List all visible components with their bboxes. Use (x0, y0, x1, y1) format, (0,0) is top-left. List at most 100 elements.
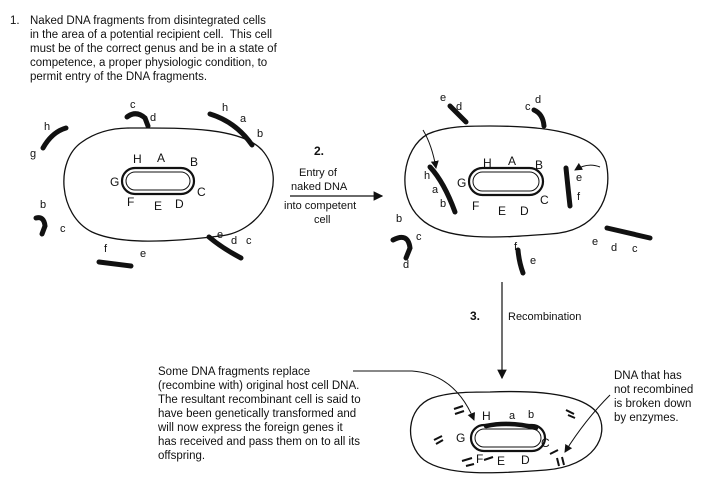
step2-line-3: into competent (284, 200, 356, 212)
cell-1-membrane (63, 127, 274, 242)
svg-text:e: e (576, 172, 582, 184)
svg-text:d: d (535, 94, 541, 106)
svg-text:b: b (257, 128, 263, 140)
recombine-note-line-3: The resultant recombinant cell is said t… (158, 394, 361, 406)
svg-text:e: e (530, 255, 536, 267)
cell-3-gene-E: E (497, 454, 505, 468)
recombine-note-line-4: have been genetically transformed and (158, 408, 357, 420)
cell-3-gene-b: b (528, 409, 534, 421)
cell-2-gene-F: F (472, 199, 479, 213)
cell-1-gene-C: C (197, 185, 206, 199)
cell-3-gene-C: C (541, 436, 550, 450)
cell-1-gene-B: B (190, 155, 198, 169)
cell-2-membrane (404, 125, 609, 238)
cell-2-gene-H: H (483, 156, 492, 170)
svg-text:c: c (246, 235, 252, 247)
fragment-fe-2 (515, 247, 526, 276)
cell-1-gene-H: H (133, 152, 142, 166)
cell-2-gene-A: A (508, 154, 516, 168)
cell-3-gene-F: F (476, 452, 483, 466)
svg-text:h: h (44, 121, 50, 133)
svg-text:c: c (130, 99, 136, 111)
svg-text:d: d (611, 242, 617, 254)
cell-1-gene-F: F (127, 195, 134, 209)
cell-2-fragments: e d c d b c d f e e d c (390, 92, 653, 276)
step1-line-5: permit entry of the DNA fragments. (30, 71, 208, 83)
cell-2-entering-fragment-ef (563, 165, 573, 209)
fragment-hab (207, 111, 255, 148)
broken-note-line-4: by enzymes. (614, 412, 679, 424)
step2-number: 2. (314, 144, 324, 158)
svg-text:a: a (432, 184, 439, 196)
step1-line-3: must be of the correct genus and be in a… (30, 43, 277, 55)
step1-line-1: Naked DNA fragments from disintegrated c… (30, 15, 266, 27)
cell-3-gene-H: H (482, 409, 491, 423)
recombine-pointer (353, 370, 476, 421)
step-2: 2. Entry of naked DNA into competent cel… (284, 144, 384, 226)
broken-note-line-2: not recombined (614, 384, 694, 396)
cell-3: H a b G C F E D (410, 390, 603, 474)
svg-text:b: b (440, 198, 446, 210)
fragment-edc-2 (604, 225, 653, 241)
recombine-note-line-6: has received and pass them on to all its (158, 436, 361, 448)
cell-1-gene-E: E (154, 199, 162, 213)
broken-note-line-3: is broken down (614, 398, 692, 410)
cell-2-gene-E: E (498, 204, 506, 218)
fragment-cd-2 (531, 107, 547, 129)
recombine-note-line-2: (recombine with) original host cell DNA. (158, 380, 360, 392)
svg-text:d: d (231, 235, 237, 247)
svg-text:e: e (440, 92, 446, 104)
degraded-dna-fragments (433, 405, 576, 467)
broken-note-line-1: DNA that has (614, 370, 682, 382)
cell-3-membrane (410, 390, 603, 474)
cell-3-gene-a: a (509, 410, 516, 422)
cell-1-gene-A: A (157, 151, 165, 165)
cell-1-fragments: h g c d h a b b c f e e d c (30, 99, 263, 269)
svg-text:e: e (217, 229, 223, 241)
step2-line-2: naked DNA (291, 181, 348, 193)
svg-text:a: a (240, 113, 247, 125)
svg-text:e: e (140, 248, 146, 260)
step-3: 3. Recombination (470, 282, 581, 380)
cell-1: H A B G C F E D (63, 127, 274, 242)
svg-text:c: c (416, 231, 422, 243)
cell-3-gene-G: G (456, 431, 465, 445)
fragment-fe (96, 259, 134, 269)
cell-2-gene-D: D (520, 204, 529, 218)
cell-1-gene-G: G (110, 175, 119, 189)
fragment-ed (447, 103, 469, 125)
cell-2: H A B G C F E D h a b e f (404, 125, 609, 238)
broken-pointer (564, 394, 611, 453)
cell-3-recombined-segment (483, 421, 539, 431)
recombine-note-line-7: offspring. (158, 450, 206, 462)
step3-label: Recombination (508, 311, 581, 323)
step2-line-4: cell (314, 214, 331, 226)
step2-line-1: Entry of (299, 167, 338, 179)
svg-text:c: c (525, 101, 531, 113)
svg-text:d: d (456, 101, 462, 113)
cell-3-gene-D: D (521, 453, 530, 467)
fragment-edc (206, 234, 244, 261)
svg-text:g: g (30, 148, 36, 160)
svg-text:f: f (104, 243, 108, 255)
svg-text:c: c (60, 223, 66, 235)
fragment-bcd (390, 234, 413, 261)
cell-2-gene-G: G (457, 176, 466, 190)
svg-text:d: d (403, 259, 409, 271)
fragment-bc (33, 215, 48, 237)
cell-2-gene-B: B (535, 158, 543, 172)
fragment-cd (124, 111, 151, 129)
svg-text:e: e (592, 236, 598, 248)
svg-text:b: b (396, 213, 402, 225)
fragment-hg (40, 125, 69, 151)
svg-text:f: f (514, 241, 518, 253)
cell-2-entering-fragment-hab (427, 164, 458, 215)
svg-text:h: h (424, 170, 430, 182)
svg-text:h: h (222, 102, 228, 114)
cell-2-chromosome (467, 166, 545, 197)
cell-1-chromosome (120, 166, 196, 196)
svg-text:b: b (40, 199, 46, 211)
svg-text:d: d (150, 112, 156, 124)
